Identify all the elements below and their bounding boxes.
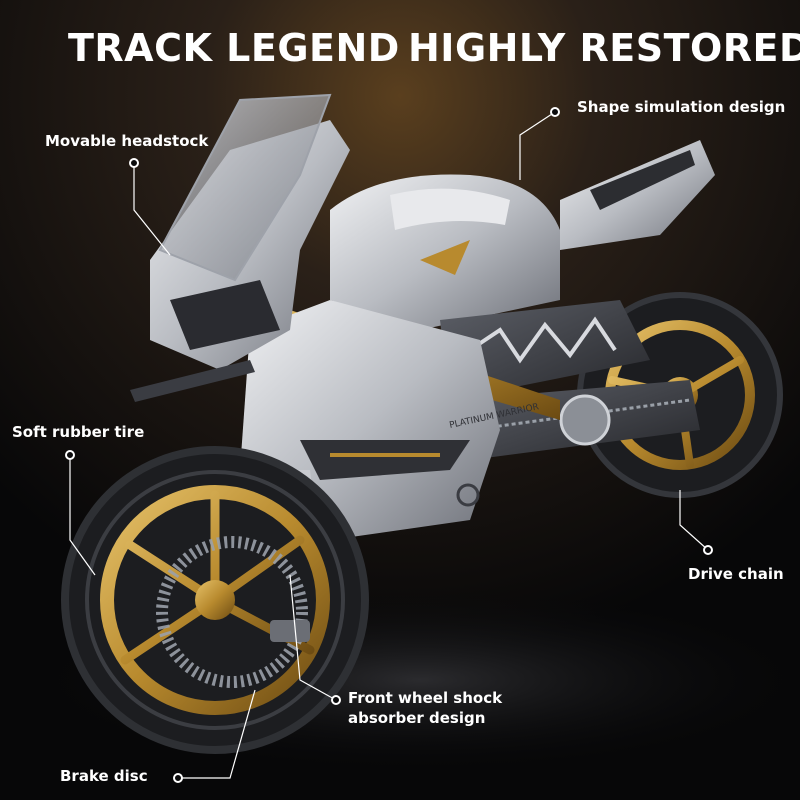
leader-drive-chain — [679, 490, 709, 551]
marker-movable-headstock — [129, 158, 139, 168]
headline-track-legend: TRACK LEGEND — [68, 26, 400, 70]
callout-front-shock-line1: Front wheel shock — [348, 689, 503, 707]
fairing-badge — [456, 483, 480, 507]
marker-drive-chain — [703, 545, 713, 555]
callout-brake-disc: Brake disc — [60, 767, 148, 785]
marker-soft-rubber-tire — [65, 450, 75, 460]
callout-soft-rubber-tire: Soft rubber tire — [12, 423, 145, 441]
callout-front-shock: Front wheel shock absorber design — [348, 688, 502, 728]
tank-accent — [420, 240, 470, 275]
callout-front-shock-line2: absorber design — [348, 709, 486, 727]
leader-movable-headstock — [133, 163, 171, 256]
callout-movable-headstock: Movable headstock — [45, 132, 209, 150]
marker-brake-disc — [173, 773, 183, 783]
exhaust-pattern — [468, 316, 617, 364]
mirror-arm — [130, 360, 255, 402]
leader-soft-rubber-tire — [69, 455, 96, 576]
marker-shape-simulation — [550, 107, 560, 117]
fairing-dark-panel — [300, 440, 470, 480]
engine-cover — [559, 394, 611, 446]
leader-front-shock — [289, 574, 337, 701]
leader-shape-simulation — [519, 111, 556, 180]
headline-highly-restored: HIGHLY RESTORED — [408, 26, 800, 70]
front-wheel — [61, 446, 369, 754]
leader-brake-disc — [178, 689, 256, 779]
marker-front-shock — [331, 695, 341, 705]
drive-chain-shape — [469, 398, 691, 432]
tank-highlight — [390, 188, 510, 230]
headlight-panel — [170, 280, 280, 350]
brake-caliper — [270, 620, 310, 642]
brake-disc-shape — [156, 536, 308, 688]
callout-drive-chain: Drive chain — [688, 565, 784, 583]
callout-shape-simulation: Shape simulation design — [577, 98, 786, 116]
windscreen — [158, 93, 332, 282]
tail-stripe — [590, 150, 695, 210]
